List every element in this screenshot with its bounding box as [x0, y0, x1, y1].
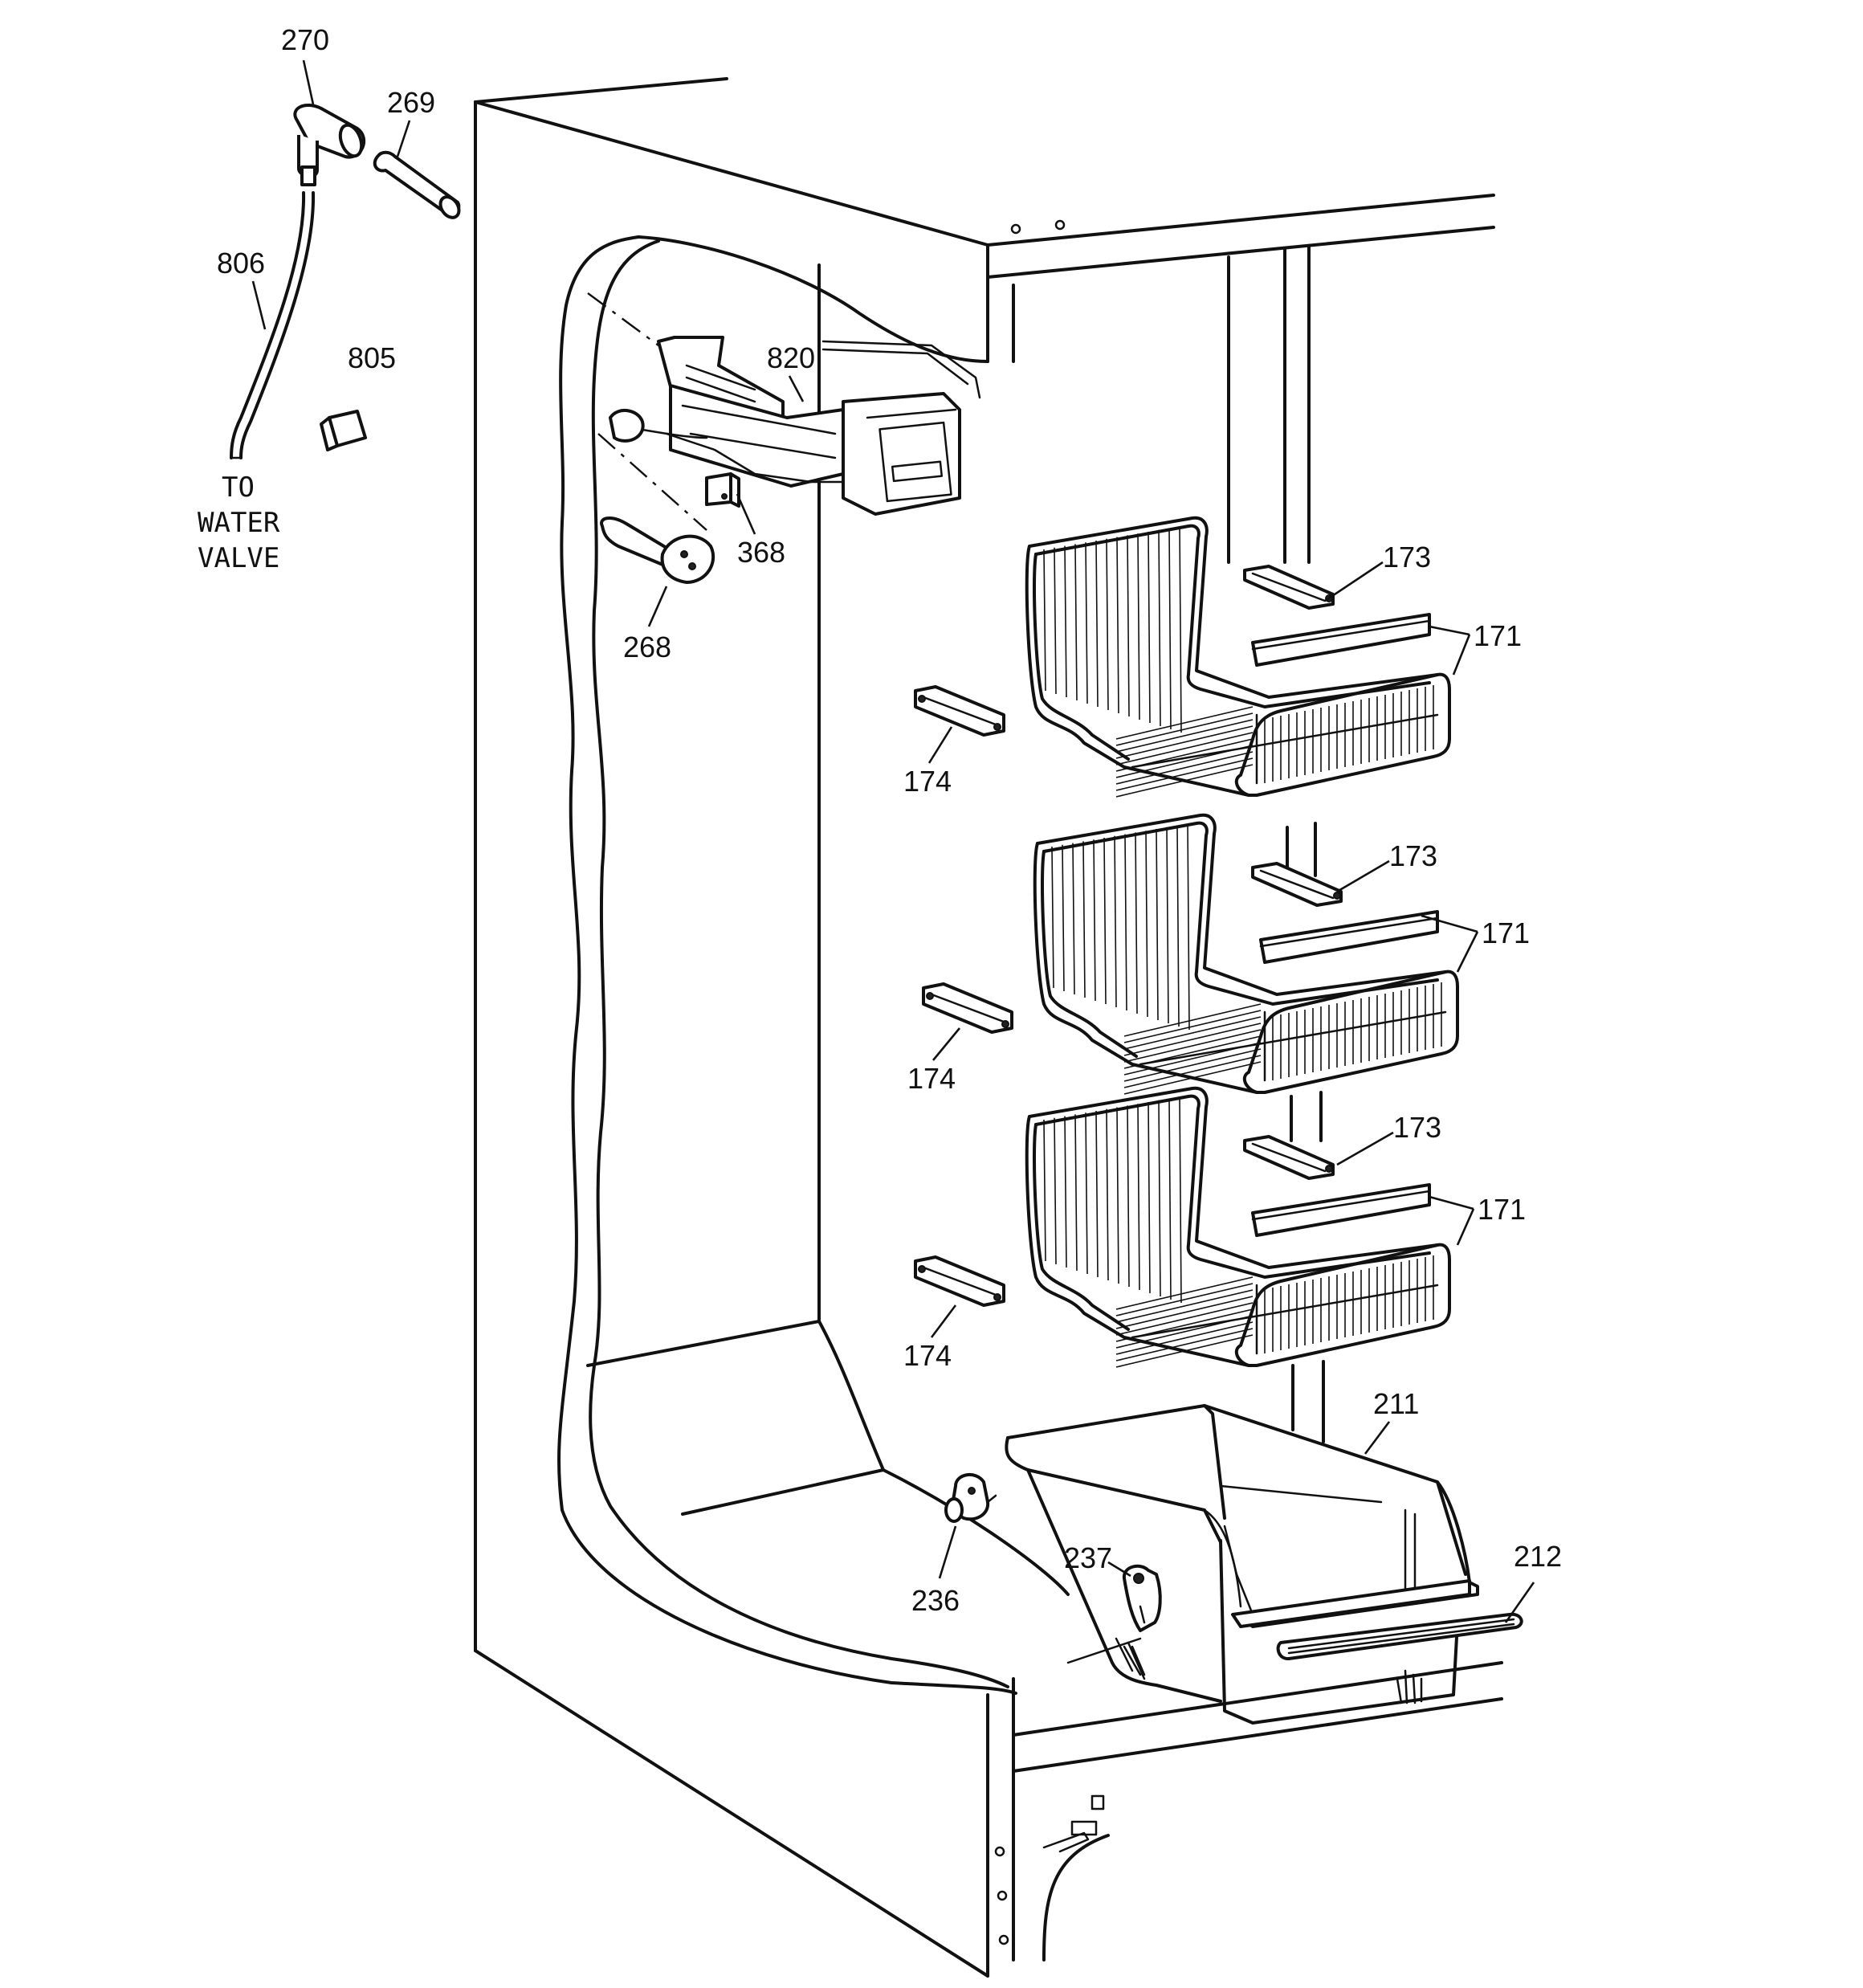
- water-note-line1: TO: [222, 471, 255, 504]
- label-171-mid: 171: [1482, 916, 1530, 949]
- label-174-low: 174: [903, 1339, 952, 1372]
- label-806: 806: [217, 247, 265, 280]
- wire-basket-low: [1025, 1086, 1451, 1368]
- bin-handle-212: [1231, 1579, 1523, 1660]
- leader-lines: [251, 59, 1535, 1623]
- side-clip-174-low: [914, 1255, 1005, 1307]
- label-237: 237: [1064, 1541, 1112, 1574]
- label-173-low: 173: [1393, 1111, 1441, 1144]
- side-clip-174-top: [914, 685, 1005, 737]
- label-368: 368: [737, 536, 785, 569]
- label-270: 270: [281, 23, 329, 56]
- label-173-top: 173: [1383, 541, 1431, 574]
- rail-clip-173-mid: [1251, 862, 1343, 907]
- label-236: 236: [911, 1584, 960, 1617]
- water-line-806: [230, 191, 316, 459]
- elbow-fitting-270: [293, 104, 366, 186]
- slide-rail-171-low: [1251, 1183, 1431, 1237]
- ice-bin-211: [1005, 1404, 1479, 1725]
- stop-236: [944, 1473, 997, 1523]
- water-note-line2: WATER: [198, 507, 280, 539]
- slide-rail-171-top: [1251, 613, 1431, 667]
- wire-basket-top: [1025, 516, 1451, 798]
- label-174-top: 174: [903, 765, 952, 798]
- label-820: 820: [767, 341, 815, 374]
- label-268: 268: [623, 631, 671, 663]
- wire-basket-mid: [1033, 813, 1459, 1095]
- part-labels: 270 269 806 805 820 368 268 173 171 174 …: [198, 23, 1562, 1617]
- label-173-mid: 173: [1389, 839, 1437, 872]
- latch-237: [1122, 1564, 1162, 1632]
- freezer-cabinet: [474, 77, 1503, 1978]
- slide-rail-171-mid: [1259, 910, 1439, 964]
- label-174-mid: 174: [907, 1062, 956, 1095]
- label-171-low: 171: [1478, 1193, 1526, 1226]
- bracket-368: [705, 472, 740, 508]
- label-211: 211: [1373, 1387, 1419, 1420]
- rail-clip-173-top: [1243, 565, 1335, 610]
- label-212: 212: [1514, 1540, 1562, 1573]
- clip-805: [320, 410, 367, 451]
- label-269: 269: [387, 86, 435, 119]
- ice-maker-assembly: [609, 336, 981, 516]
- rail-clip-173-low: [1243, 1135, 1335, 1180]
- label-805: 805: [348, 341, 396, 374]
- tube-269: [373, 150, 461, 219]
- centerline-ice-maker: [587, 292, 659, 346]
- label-171-top: 171: [1474, 619, 1522, 652]
- water-note-line3: VALVE: [198, 542, 279, 574]
- side-clip-174-mid: [922, 982, 1013, 1034]
- feeler-arm-268: [600, 516, 715, 584]
